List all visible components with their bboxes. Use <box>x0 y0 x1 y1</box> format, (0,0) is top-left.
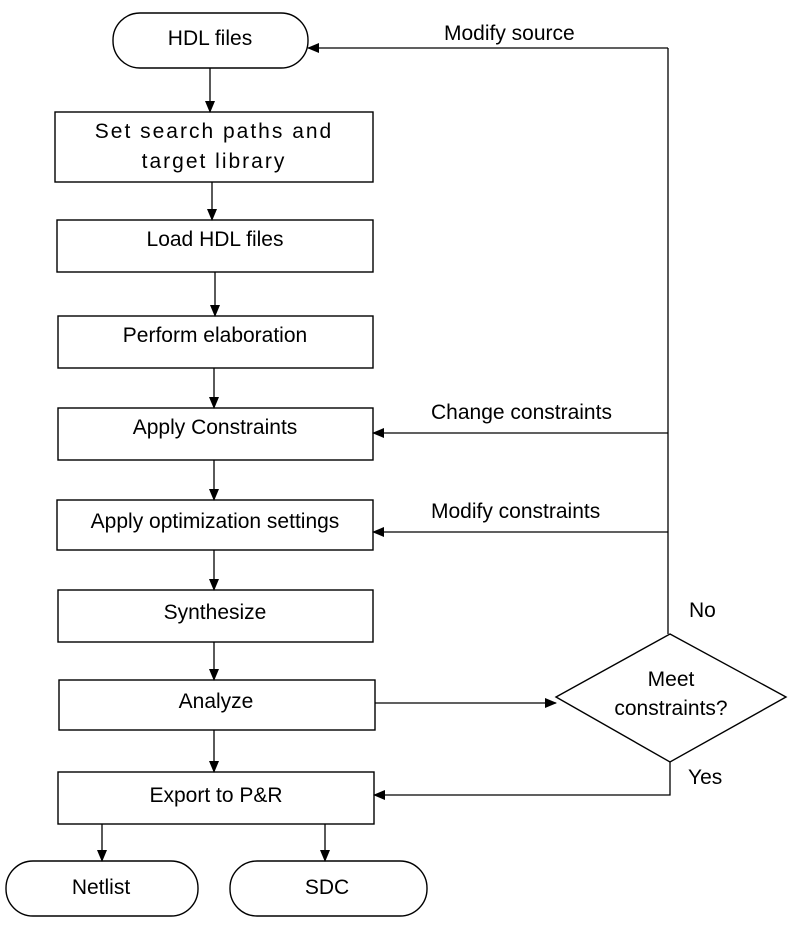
node-perform-elaboration-label: Perform elaboration <box>123 324 307 347</box>
node-decision-label-line2: constraints? <box>614 697 727 720</box>
label-modify-source: Modify source <box>444 22 575 45</box>
node-apply-constraints-label: Apply Constraints <box>133 416 298 439</box>
node-set-search-paths-label-line2: target library <box>142 150 287 173</box>
label-modify-constraints: Modify constraints <box>431 500 600 523</box>
label-change-constraints: Change constraints <box>431 401 612 424</box>
node-analyze-label: Analyze <box>179 690 254 713</box>
node-sdc-label: SDC <box>305 876 349 899</box>
label-yes: Yes <box>688 766 722 789</box>
node-export-pr: Export to P&R <box>57 771 375 825</box>
node-netlist-label: Netlist <box>72 876 131 899</box>
node-synthesize-label: Synthesize <box>164 601 267 624</box>
label-no: No <box>689 599 716 622</box>
arrow-yes-to-export <box>373 762 671 800</box>
node-apply-optimization: Apply optimization settings <box>56 499 374 551</box>
node-apply-constraints: Apply Constraints <box>57 407 374 461</box>
node-apply-optimization-label: Apply optimization settings <box>91 510 340 533</box>
node-load-hdl-files: Load HDL files <box>56 219 374 273</box>
node-export-pr-label: Export to P&R <box>149 784 282 807</box>
node-synthesize: Synthesize <box>57 589 374 643</box>
node-netlist: Netlist <box>5 860 199 917</box>
node-hdl-files: HDL files <box>112 12 309 69</box>
node-decision-meet-constraints: Meet constraints? <box>554 633 788 763</box>
node-set-search-paths: Set search paths and target library <box>54 111 374 183</box>
node-perform-elaboration: Perform elaboration <box>57 315 374 369</box>
node-analyze: Analyze <box>58 679 376 731</box>
node-load-hdl-files-label: Load HDL files <box>147 228 284 251</box>
node-set-search-paths-label-line1: Set search paths and <box>95 120 333 143</box>
node-decision-label-line1: Meet <box>648 668 695 691</box>
node-sdc: SDC <box>229 860 428 917</box>
node-hdl-files-label: HDL files <box>168 27 252 50</box>
